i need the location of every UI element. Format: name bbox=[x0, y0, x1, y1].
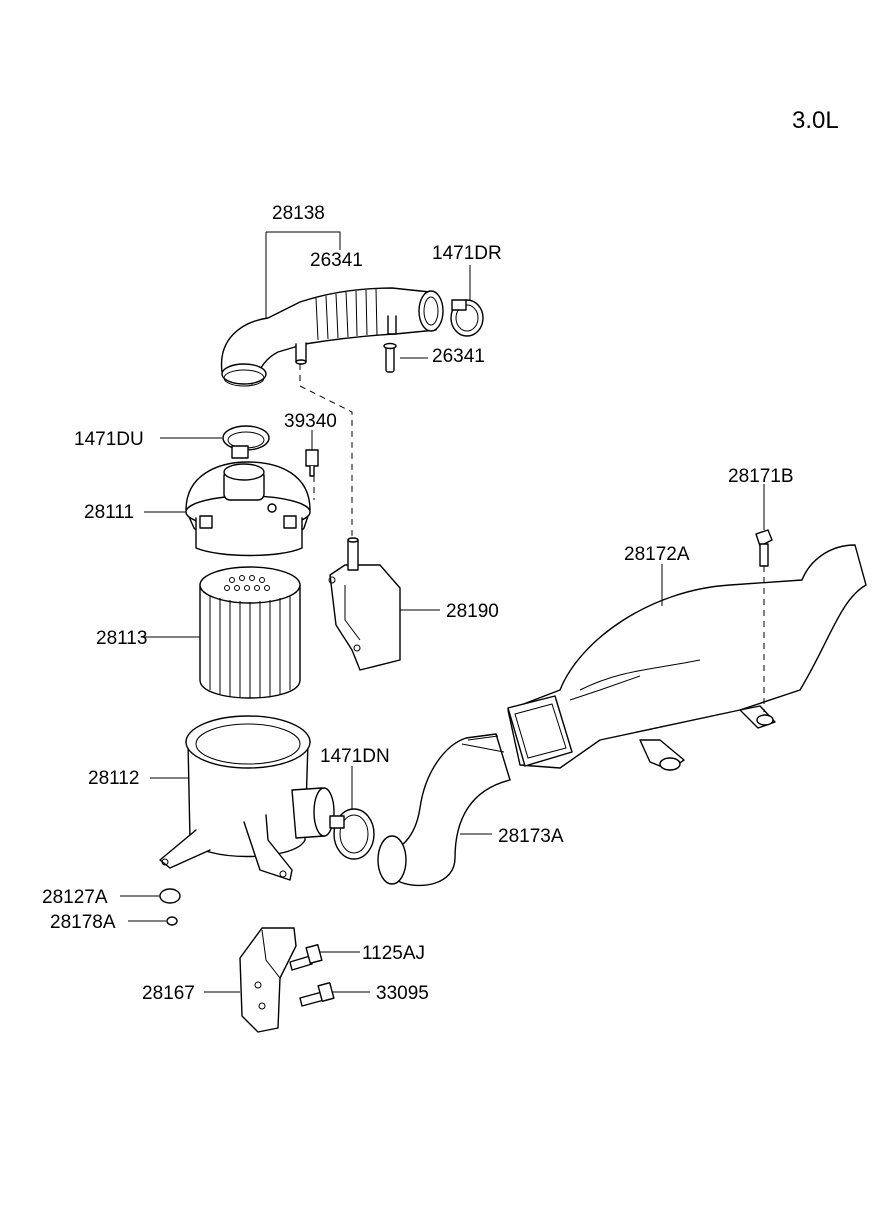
duct-28172A bbox=[507, 544, 867, 771]
label-33095: 33095 bbox=[376, 983, 429, 1004]
label-28138: 28138 bbox=[272, 203, 325, 224]
cleaner-cover-28111 bbox=[185, 461, 311, 557]
bolt-33095 bbox=[299, 982, 335, 1007]
label-28173A: 28173A bbox=[498, 826, 564, 847]
label-1471DR: 1471DR bbox=[432, 243, 502, 264]
label-1125AJ: 1125AJ bbox=[362, 943, 425, 964]
leader-lines bbox=[120, 231, 765, 993]
label-28190: 28190 bbox=[446, 601, 499, 622]
label-28112: 28112 bbox=[88, 768, 139, 789]
bushing-28178A bbox=[166, 916, 178, 926]
label-1471DN: 1471DN bbox=[320, 746, 390, 767]
pin-26341 bbox=[383, 342, 397, 373]
bolt-28171B bbox=[755, 529, 773, 567]
label-28111: 28111 bbox=[84, 502, 134, 523]
cleaner-body-28112 bbox=[159, 715, 335, 881]
hose-28173A bbox=[377, 733, 511, 887]
label-26341-hose: 26341 bbox=[310, 250, 363, 271]
clamp-1471DN bbox=[329, 808, 375, 860]
bracket-28167 bbox=[239, 927, 297, 1033]
filter-element-28113 bbox=[199, 566, 301, 699]
sensor-39340 bbox=[305, 449, 319, 477]
label-39340: 39340 bbox=[284, 411, 337, 432]
label-28171B: 28171B bbox=[728, 466, 794, 487]
part-labels: 28138 26341 1471DR 26341 1471DU 39340 28… bbox=[42, 203, 794, 1004]
label-26341-pin: 26341 bbox=[432, 346, 485, 367]
bolt-1125AJ bbox=[289, 944, 323, 971]
engine-label: 3.0L bbox=[792, 107, 839, 134]
label-28127A: 28127A bbox=[42, 887, 108, 908]
clamp-1471DU bbox=[222, 425, 270, 459]
label-1471DU: 1471DU bbox=[74, 429, 144, 450]
clamp-1471DR bbox=[450, 299, 484, 337]
grommet-28127A bbox=[159, 888, 181, 904]
label-28178A: 28178A bbox=[50, 912, 116, 933]
label-28167: 28167 bbox=[142, 983, 195, 1004]
label-28113: 28113 bbox=[96, 628, 147, 649]
label-28172A: 28172A bbox=[624, 544, 690, 565]
duct-28190 bbox=[328, 537, 401, 671]
intake-hose-28138 bbox=[220, 287, 444, 387]
